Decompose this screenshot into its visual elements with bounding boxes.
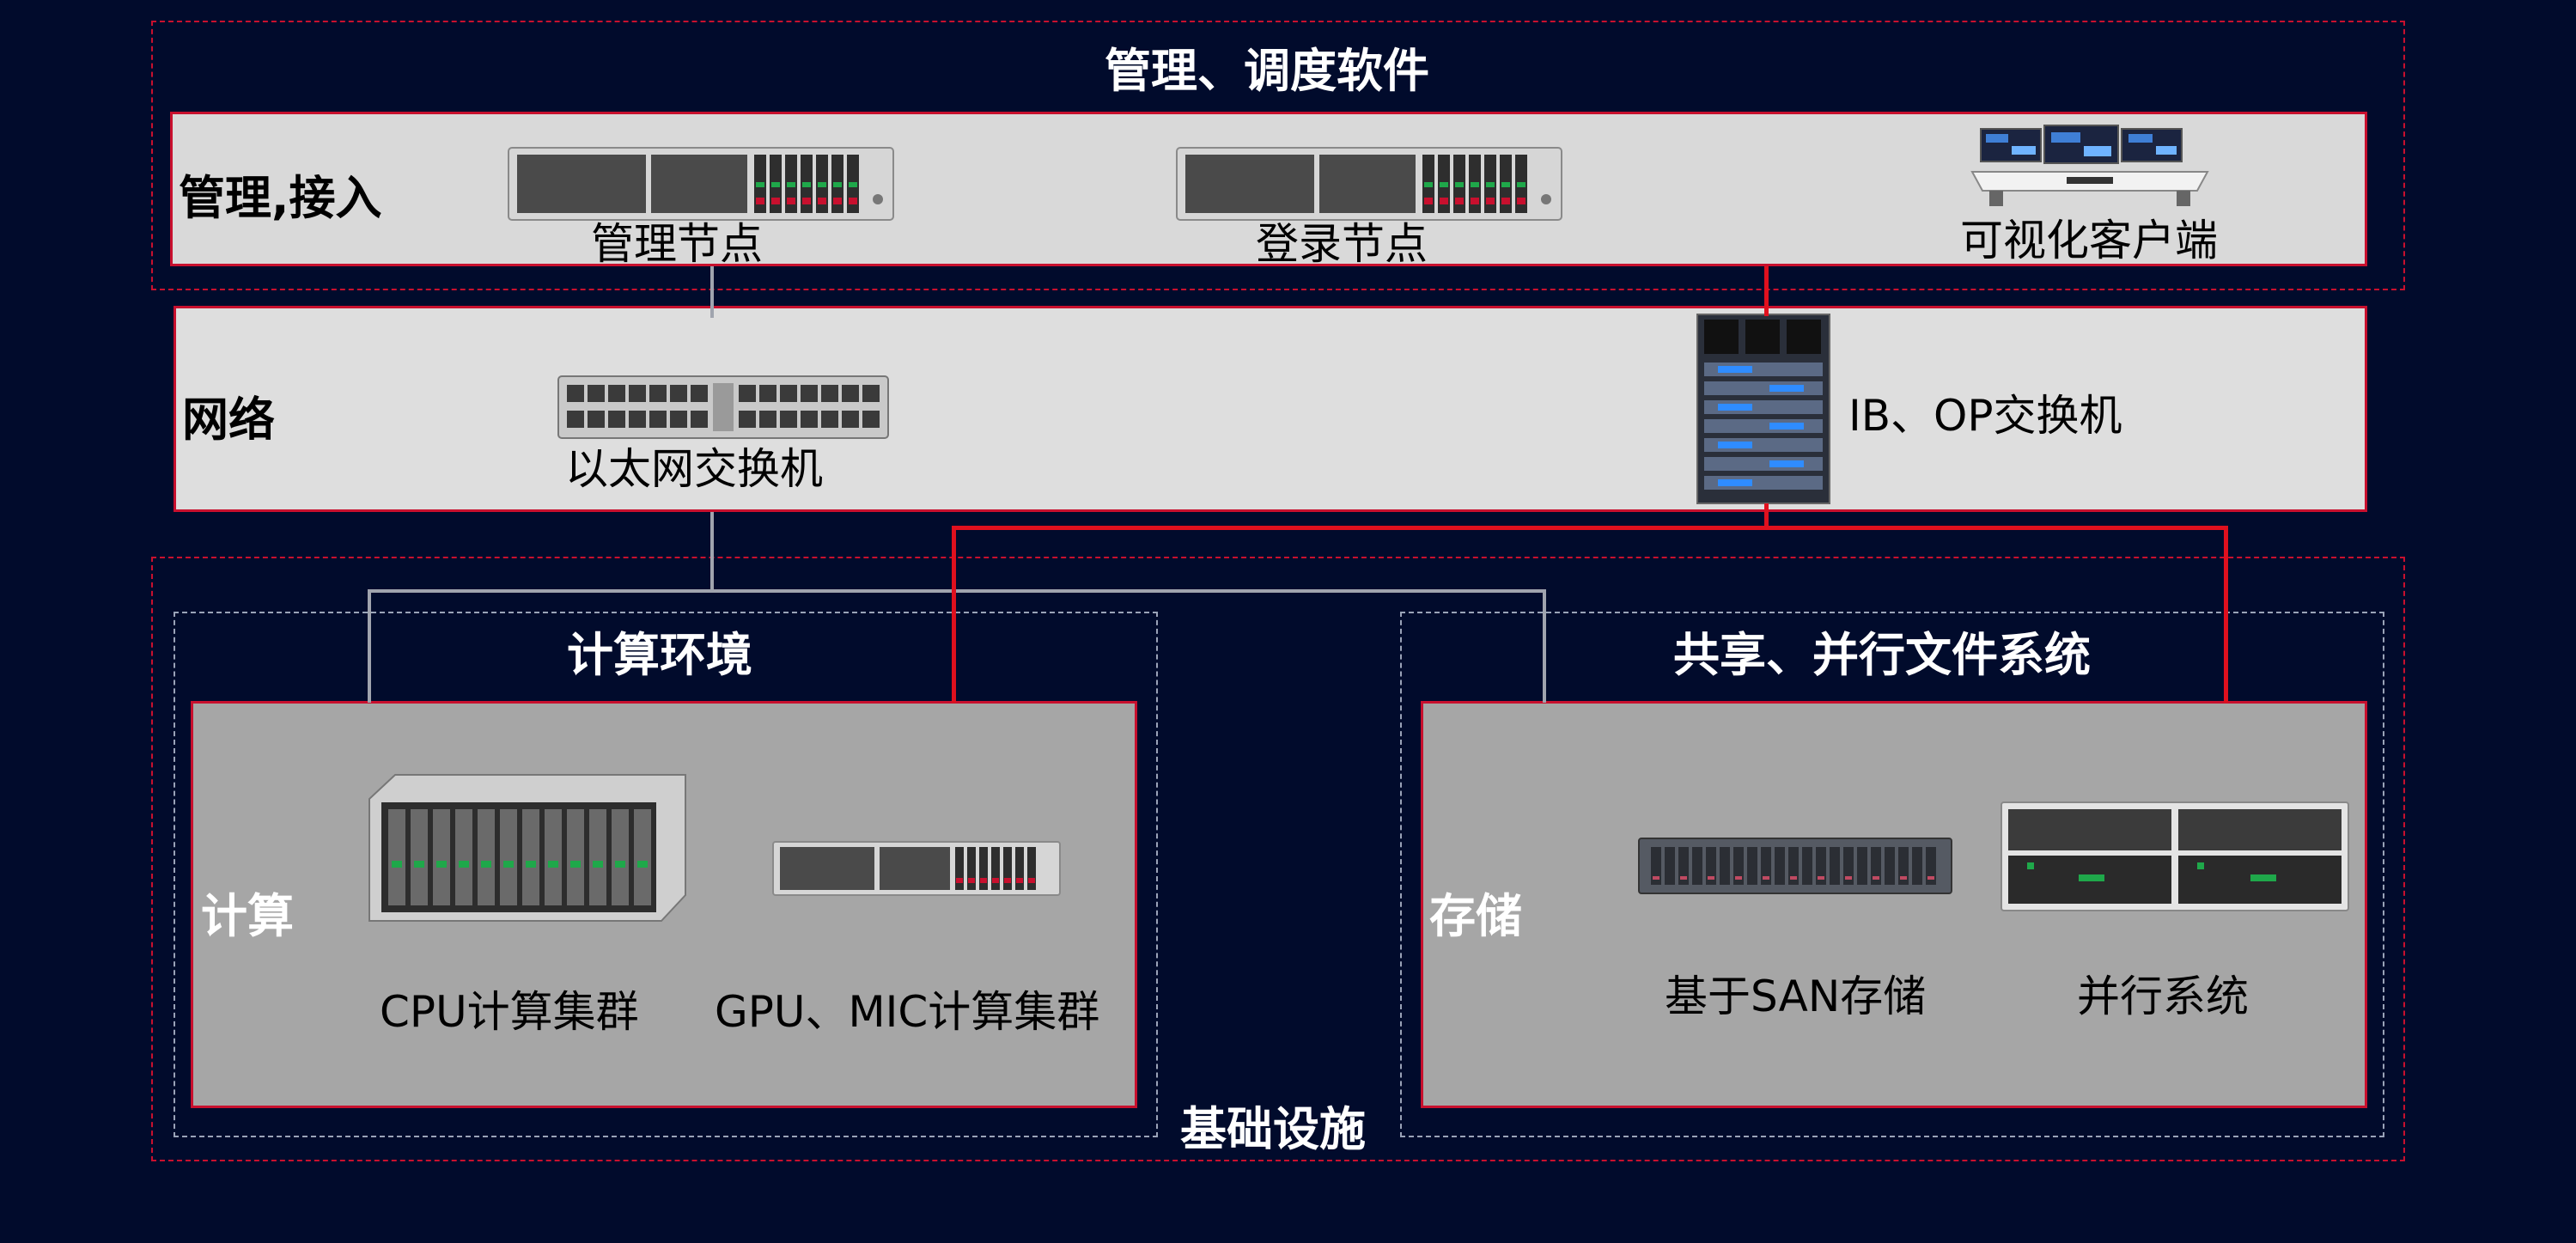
visualization-client-label: 可视化客户端 [1960, 216, 2218, 265]
ethernet-bus-horizontal [368, 589, 1546, 593]
ethernet-to-storage-link [1543, 589, 1546, 703]
management-access-label: 管理,接入 [179, 171, 382, 225]
management-software-frame [151, 21, 2405, 290]
management-node-server-icon [508, 147, 894, 221]
visualization-to-ib-link [1764, 266, 1769, 316]
san-storage-array-icon [1638, 838, 1952, 894]
login-node-server-icon [1176, 147, 1562, 221]
ethernet-to-infrastructure-link [710, 512, 714, 591]
parallel-system-label: 并行系统 [2077, 972, 2249, 1021]
ib-op-switch-label: IB、OP交换机 [1848, 391, 2122, 441]
infrastructure-frame [151, 557, 2405, 1161]
storage-environment-frame [1400, 612, 2384, 1137]
compute-label: 计算 [201, 889, 294, 943]
ethernet-switch-label: 以太网交换机 [565, 444, 823, 494]
parallel-system-server-icon [2001, 801, 2349, 911]
compute-environment-title: 计算环境 [567, 628, 752, 682]
ethernet-to-compute-link [368, 589, 371, 703]
login-node-label: 登录节点 [1256, 219, 1428, 269]
ib-bus-horizontal [952, 526, 2228, 530]
storage-label: 存储 [1429, 889, 1522, 943]
visualization-client-icon [1970, 125, 2209, 206]
ib-to-compute-link [952, 526, 956, 703]
cpu-cluster-label: CPU计算集群 [380, 987, 639, 1037]
management-software-title: 管理、调度软件 [1105, 44, 1429, 98]
management-node-label: 管理节点 [591, 219, 763, 269]
cpu-cluster-chassis-icon [368, 774, 686, 922]
gpu-mic-cluster-server-icon [772, 841, 1061, 896]
ib-op-switch-icon [1696, 314, 1830, 504]
mgmt-to-ethernet-link [710, 266, 714, 318]
network-panel [174, 306, 2367, 512]
network-label: 网络 [182, 393, 275, 447]
gpu-mic-cluster-label: GPU、MIC计算集群 [715, 987, 1100, 1037]
ib-to-storage-link [2224, 526, 2228, 703]
ib-down-link [1764, 503, 1769, 529]
ethernet-switch-icon [557, 375, 889, 439]
san-storage-label: 基于SAN存储 [1665, 972, 1927, 1021]
compute-environment-frame [174, 612, 1158, 1137]
infrastructure-label: 基础设施 [1180, 1102, 1366, 1156]
storage-environment-title: 共享、并行文件系统 [1673, 628, 2091, 682]
